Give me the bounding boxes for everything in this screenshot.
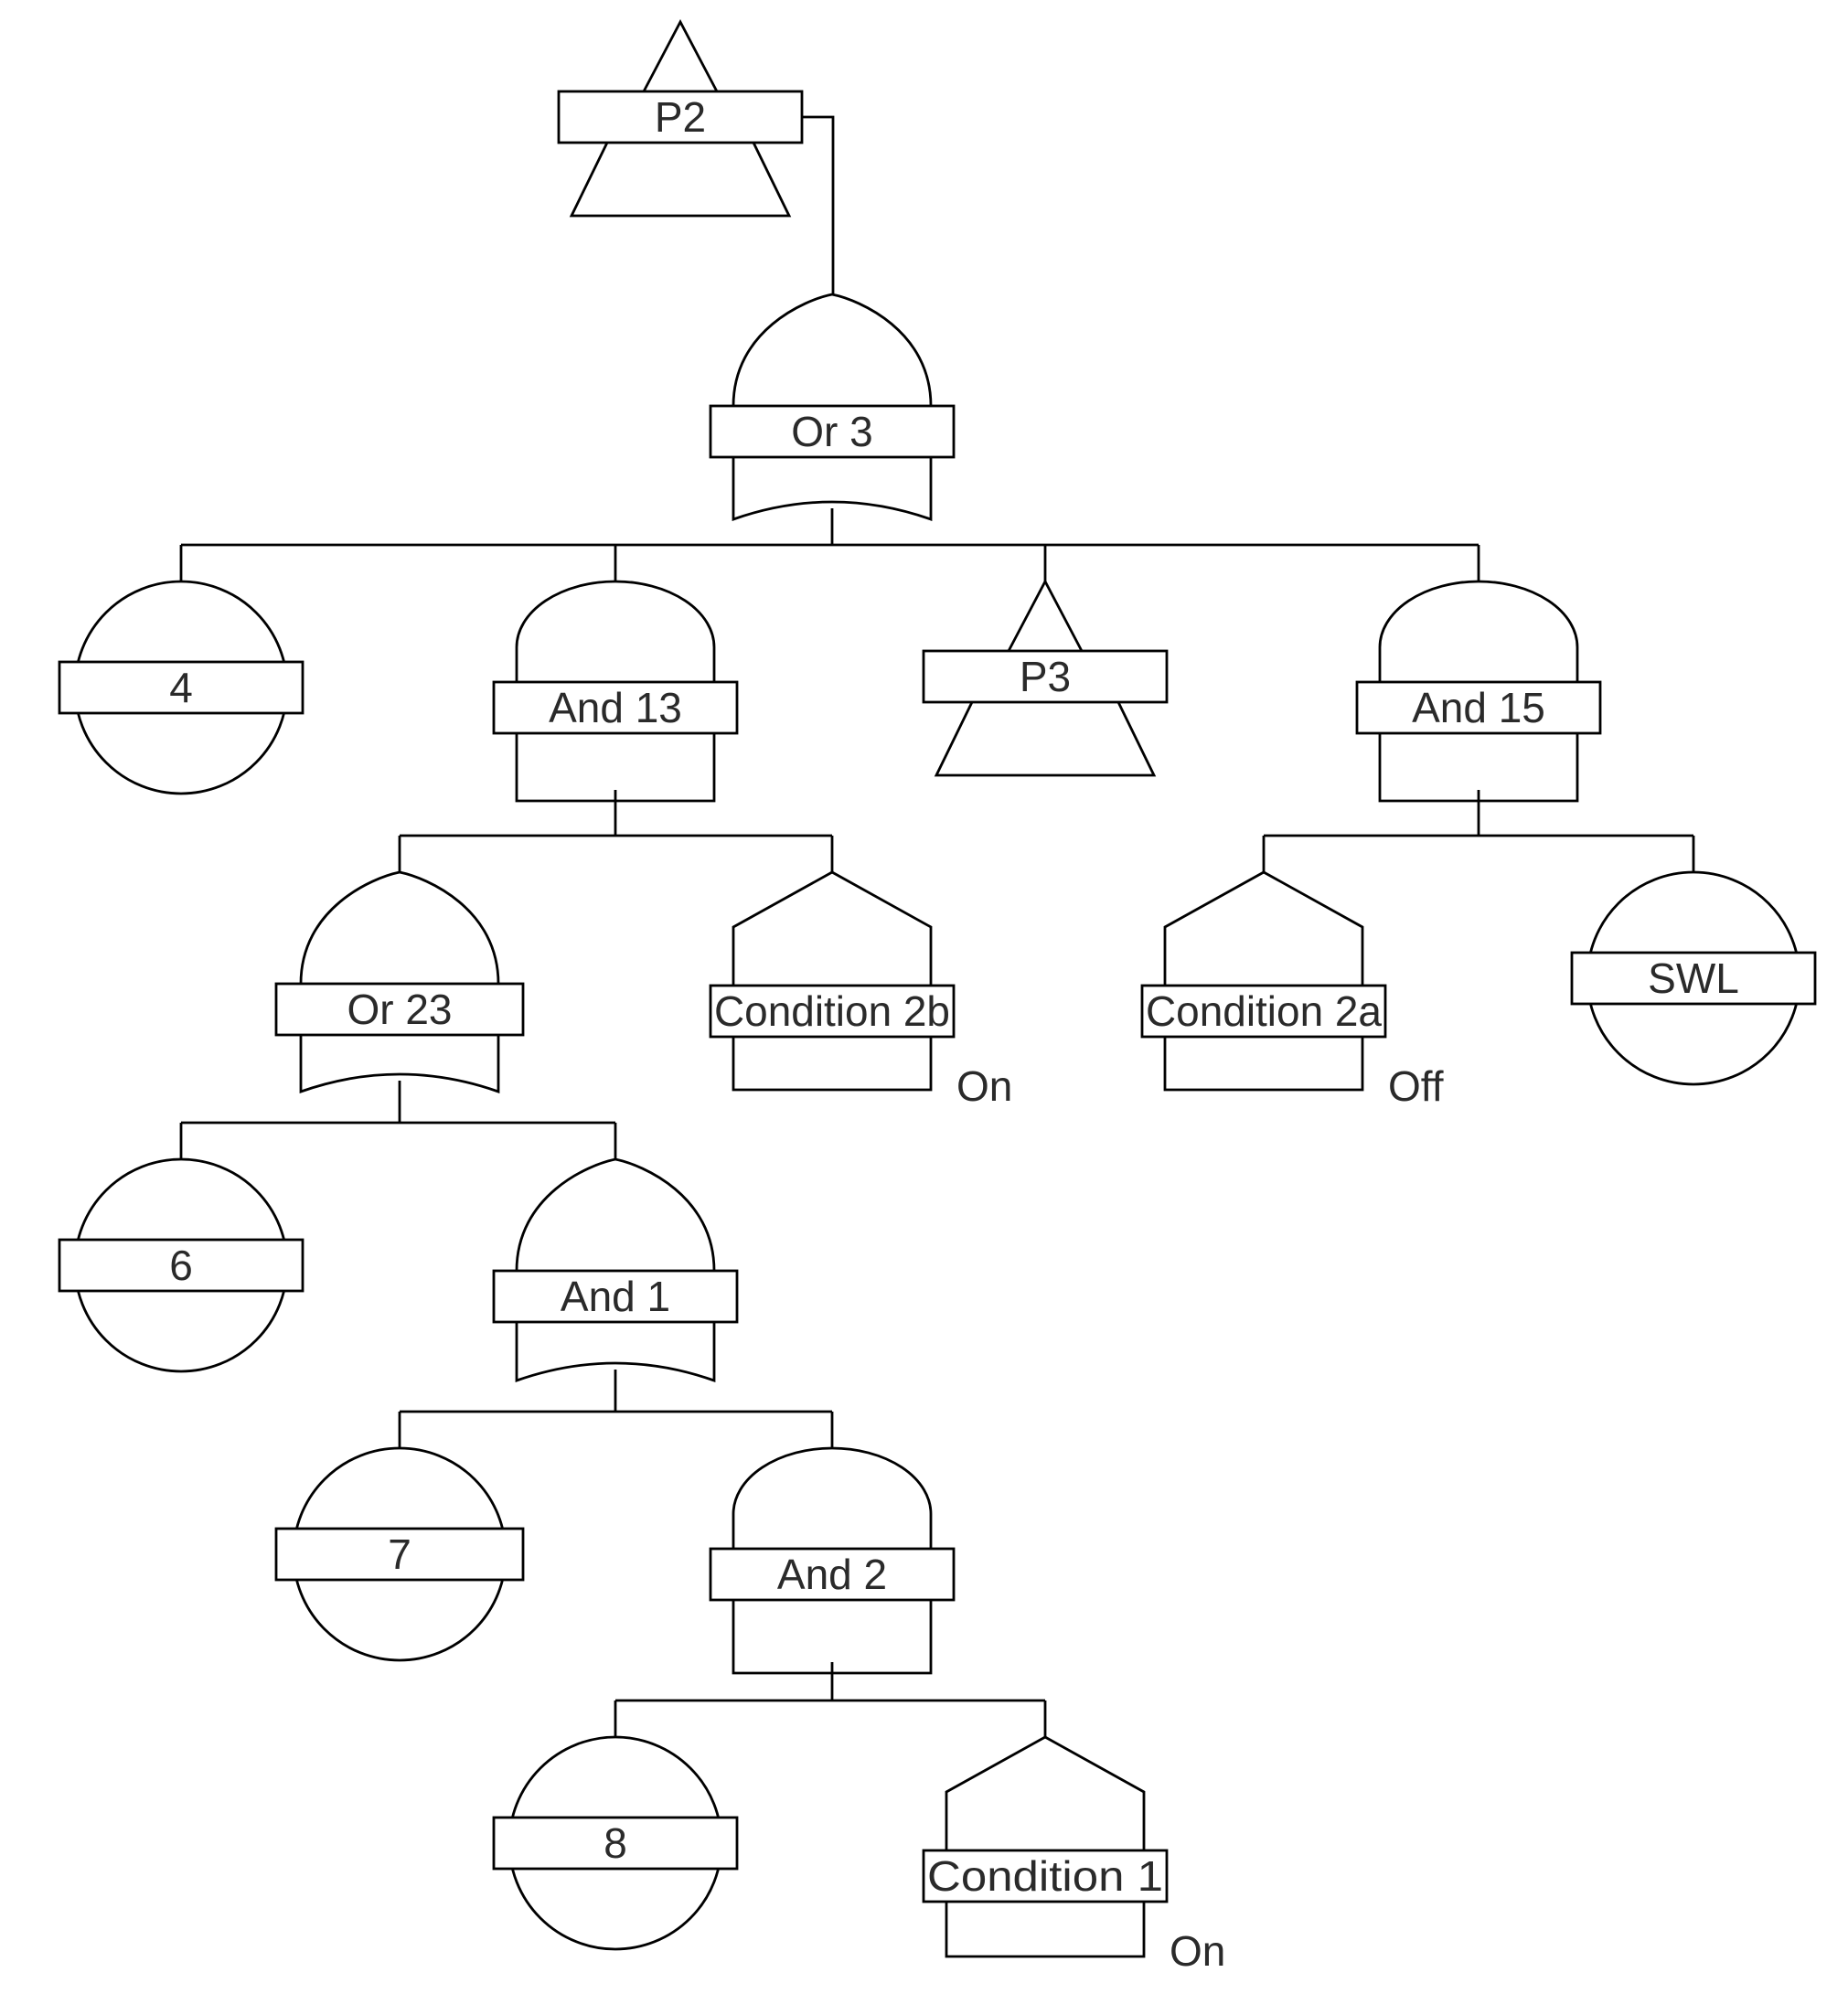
and-gate-base: [515, 733, 716, 803]
node-swl[interactable]: SWL: [1570, 870, 1817, 1086]
node-label-box: [922, 649, 1169, 704]
node-label-box: [492, 680, 739, 735]
transfer-trapezoid: [569, 142, 792, 218]
node-label: P3: [1020, 653, 1071, 700]
node-p3[interactable]: P3: [922, 578, 1169, 777]
and-gate-base: [732, 1600, 933, 1675]
node-label: And 13: [549, 684, 682, 731]
or-gate-dome: [299, 870, 500, 985]
node-label-box: [58, 660, 304, 715]
node-label: 4: [169, 664, 193, 711]
transfer-triangle-top: [1007, 578, 1084, 652]
condition-state-label: On: [1170, 1927, 1225, 1975]
node-or23[interactable]: Or 23: [274, 870, 525, 1093]
or-gate-dome: [732, 293, 933, 407]
node-label: 7: [388, 1530, 411, 1578]
node-label-box: [922, 1849, 1169, 1903]
or-gate-base: [515, 1322, 716, 1382]
node-label: And 1: [561, 1273, 670, 1320]
node-ev8[interactable]: 8: [492, 1735, 739, 1951]
and-gate-dome: [515, 580, 716, 684]
or-gate-base: [732, 457, 933, 521]
condition-base: [945, 1902, 1146, 1958]
node-or3[interactable]: Or 3: [709, 293, 956, 521]
condition-roof: [945, 1735, 1146, 1852]
node-label: 8: [604, 1819, 627, 1867]
node-label: Condition 1: [927, 1852, 1163, 1900]
transfer-trapezoid: [934, 701, 1157, 777]
node-label: Or 23: [347, 986, 452, 1033]
node-label: And 2: [777, 1551, 887, 1598]
node-and1[interactable]: And 1: [492, 1157, 739, 1382]
node-ev7[interactable]: 7: [274, 1446, 525, 1662]
condition-state-label: Off: [1388, 1062, 1444, 1110]
and-gate-base: [1378, 733, 1579, 803]
node-label-box: [274, 1527, 525, 1582]
and-gate-dome: [732, 1446, 933, 1551]
node-label-box: [274, 982, 525, 1037]
or-gate-base: [299, 1035, 500, 1093]
and-gate-dome: [1378, 580, 1579, 684]
node-label-box: [1570, 951, 1817, 1006]
node-label-box: [1140, 984, 1387, 1039]
node-label: Condition 2a: [1146, 987, 1382, 1035]
node-label: Or 3: [791, 408, 872, 455]
node-label-box: [709, 1547, 956, 1602]
node-label-box: [492, 1816, 739, 1871]
node-label-box: [58, 1238, 304, 1293]
transfer-triangle-top: [642, 18, 719, 92]
node-label: SWL: [1648, 954, 1739, 1002]
node-and2[interactable]: And 2: [709, 1446, 956, 1675]
node-label-box: [709, 404, 956, 459]
node-and13[interactable]: And 13: [492, 580, 739, 803]
node-label-box: [557, 90, 804, 144]
condition-roof: [1163, 870, 1364, 987]
node-label: 6: [169, 1242, 193, 1289]
node-label-box: [1355, 680, 1602, 735]
node-label: P2: [655, 93, 706, 141]
connector-line: [802, 115, 835, 294]
condition-base: [1163, 1037, 1364, 1092]
node-and15[interactable]: And 15: [1355, 580, 1602, 803]
node-label-box: [492, 1269, 739, 1324]
node-label: And 15: [1412, 684, 1545, 731]
node-label-box: [709, 984, 956, 1039]
node-cond1[interactable]: Condition 1On: [922, 1735, 1225, 1975]
node-ev4[interactable]: 4: [58, 580, 304, 795]
condition-base: [732, 1037, 933, 1092]
or-gate-dome: [515, 1157, 716, 1272]
condition-state-label: On: [956, 1062, 1012, 1110]
node-ev6[interactable]: 6: [58, 1157, 304, 1373]
connector-lines: [179, 115, 1695, 1737]
node-p2[interactable]: P2: [557, 18, 804, 218]
node-label: Condition 2b: [714, 987, 950, 1035]
condition-roof: [732, 870, 933, 987]
